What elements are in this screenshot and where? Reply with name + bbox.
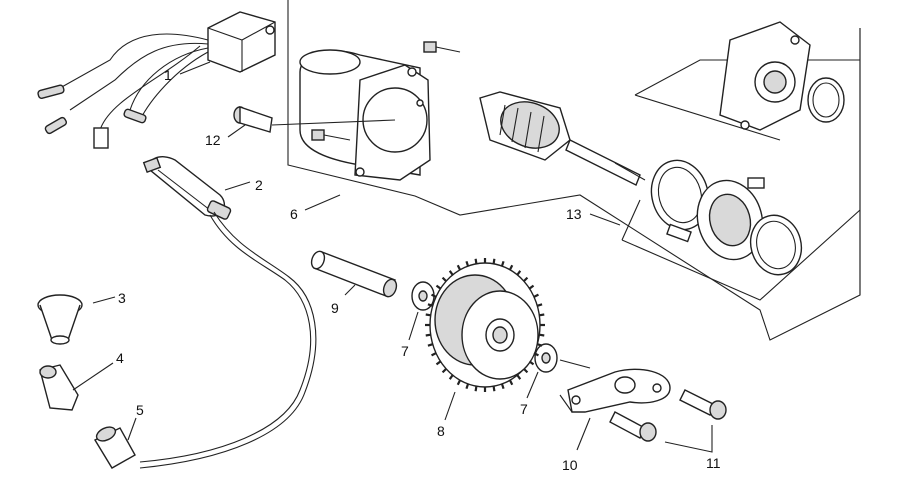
gear-tooth (448, 374, 454, 380)
gear-tooth (523, 276, 529, 282)
gear-tooth (435, 284, 442, 290)
gear-tooth (523, 368, 529, 374)
gear-tooth (435, 360, 442, 366)
gear-tooth (492, 258, 496, 264)
washer-left (411, 281, 435, 311)
callout-10: 10 (562, 457, 578, 473)
brush-holder-assembly (650, 159, 803, 276)
gear-tooth (465, 260, 470, 267)
callout-11: 11 (706, 455, 721, 471)
gear-tooth (448, 270, 454, 276)
plug-cap (37, 294, 83, 345)
gear-tooth (516, 270, 522, 276)
starter-assembly-frame (287, 0, 861, 341)
gear-tooth (508, 264, 514, 271)
callout-12: 12 (205, 132, 221, 148)
callout-7-left: 7 (401, 343, 409, 359)
gear-tooth (539, 313, 545, 317)
callout-1: 1 (164, 67, 172, 83)
armature (479, 91, 646, 186)
bracket-bolt-2 (609, 411, 657, 442)
motor-bolt-top (423, 41, 461, 53)
gear-tooth (539, 333, 545, 337)
starter-motor (299, 49, 431, 181)
gear-tooth (427, 303, 434, 307)
gear-tooth (474, 258, 478, 264)
gear-tooth (528, 360, 535, 366)
callout-2: 2 (255, 177, 263, 193)
gear-tooth (536, 303, 543, 307)
bracket-bolt-1 (679, 389, 727, 420)
brush-holder-box (621, 199, 861, 301)
gear-tooth (500, 260, 505, 267)
gear-tooth (431, 293, 437, 298)
gear-tooth (508, 379, 514, 386)
gear-tooth (528, 284, 535, 290)
gear-tooth (441, 276, 447, 282)
mounting-bracket (559, 368, 671, 413)
gear-tooth (427, 343, 434, 347)
callout-13: 13 (566, 206, 582, 222)
gear-tooth (456, 264, 462, 271)
gear-tooth (500, 383, 505, 390)
callout-9: 9 (331, 300, 339, 316)
gear-tooth (474, 386, 478, 392)
gear-tooth (533, 352, 539, 357)
callout-labels: 1 2 3 4 5 6 7 7 8 9 10 11 12 13 (116, 67, 721, 473)
gear-tooth (533, 293, 539, 298)
callout-6: 6 (290, 206, 298, 222)
callout-4: 4 (116, 350, 124, 366)
gear-tooth (465, 383, 470, 390)
gear-tooth (492, 386, 496, 392)
plug-terminal (39, 364, 79, 411)
motor-bolt-bottom (311, 129, 351, 141)
ignition-coil (139, 156, 317, 469)
rubber-sleeve (94, 426, 136, 469)
callout-7-right: 7 (520, 401, 528, 417)
gear-tooth (516, 374, 522, 380)
gear-tooth (425, 313, 431, 317)
gear-tooth (441, 368, 447, 374)
leader-lines (72, 61, 713, 453)
gear-tooth (536, 343, 543, 347)
idler-gear (425, 258, 545, 392)
end-cover (719, 21, 845, 131)
callout-8: 8 (437, 423, 445, 439)
gear-tooth (425, 333, 431, 337)
washer-right (534, 343, 591, 373)
cdi-unit (37, 11, 276, 149)
idler-shaft (310, 250, 398, 298)
callout-5: 5 (136, 402, 144, 418)
gear-tooth (456, 379, 462, 386)
callout-3: 3 (118, 290, 126, 306)
gear-tooth (431, 352, 437, 357)
long-bolt (233, 106, 396, 133)
